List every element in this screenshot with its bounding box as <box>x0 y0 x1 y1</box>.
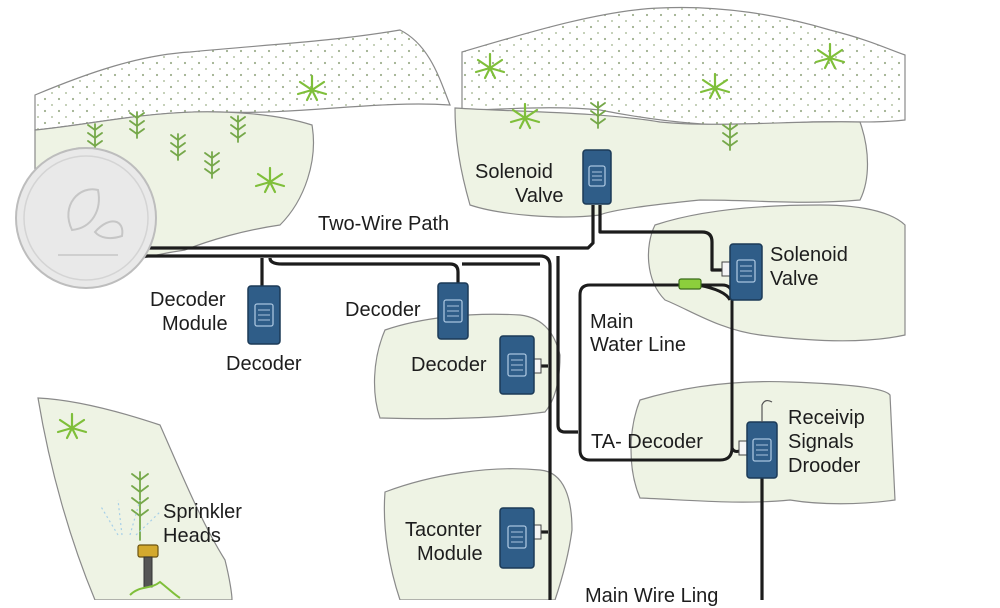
irrigation-controller-icon <box>15 147 157 289</box>
sprinkler-head-icon <box>99 499 181 599</box>
decoder-center-label: Decoder <box>411 354 487 376</box>
taconter-module-label-line2: Module <box>417 543 483 565</box>
solenoid-valve-right-label-line1: Solenoid <box>770 244 848 266</box>
decoder-mid-label: Decoder <box>345 299 421 321</box>
decoder-module-label-line1: Decoder <box>150 289 226 311</box>
device-decoder-mid <box>437 282 469 340</box>
solenoid-valve-top-label-line2: Valve <box>515 185 564 207</box>
receiver-decoder-label-line3: Droοder <box>788 455 861 477</box>
decoder-module-label-line2: Module <box>162 313 228 335</box>
receiver-decoder-label-line1: Receivip <box>788 407 865 429</box>
fern-icon <box>87 101 738 541</box>
device-receiver-decoder <box>746 399 778 479</box>
main-water-line-label-line2: Water Line <box>590 334 686 356</box>
solenoid-valve-top-label-line1: Solenoid <box>475 161 553 183</box>
solenoid-valve-right-label-line2: Valve <box>770 268 819 290</box>
taconter-module-label-line1: Taconter <box>405 519 482 541</box>
sprinkler-heads-label-line1: Sprinkler <box>163 501 242 523</box>
dotted-hill-right <box>461 6 906 127</box>
patch-left-sprinkler <box>37 397 233 600</box>
sprinkler-heads-label-line2: Heads <box>163 525 221 547</box>
device-solenoid-valve-top <box>582 149 612 205</box>
device-decoder-module <box>247 285 281 345</box>
ta-decoder-label: TA- Decoder <box>591 431 703 453</box>
grass-tuft-icon <box>56 42 846 440</box>
main-water-line-label-line1: Main <box>590 311 634 333</box>
green-strip-top-right <box>454 107 869 218</box>
decoder-below-module-label: Decoder <box>226 353 302 375</box>
receiver-decoder-label-line2: Signals <box>788 431 854 453</box>
main-wire-line-label: Main Wire Ling <box>585 585 719 607</box>
device-solenoid-valve-right <box>729 243 763 301</box>
device-taconter-module <box>499 507 535 569</box>
connector-icon <box>532 261 748 540</box>
device-decoder-center <box>499 335 535 395</box>
two-wire-path-label: Two-Wire Path <box>318 213 450 235</box>
two-wire-path-lines <box>140 205 764 600</box>
